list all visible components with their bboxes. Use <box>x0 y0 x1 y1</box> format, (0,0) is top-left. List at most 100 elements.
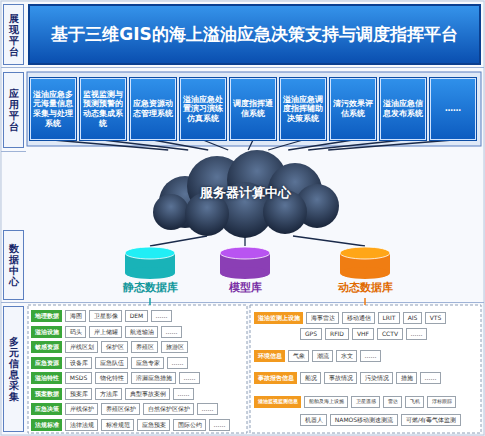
node-text: 自然保护区保护 <box>148 406 190 412</box>
node-text: …… <box>178 391 190 397</box>
info-cell: NAMOS移动测速测流 <box>330 414 398 426</box>
system-box: 调度指挥通信系统 <box>230 78 276 140</box>
node-text: 船况 <box>305 375 317 381</box>
cloud-puff <box>153 194 189 230</box>
system-box: 监视监测与预测预警的动态集成系统 <box>80 78 126 140</box>
app-container <box>27 72 481 146</box>
node-text: 海图 <box>70 313 82 319</box>
info-cell: 航道输油 <box>125 326 158 338</box>
node-text: 旅游区 <box>166 344 184 350</box>
info-cell: 浮标跟踪 <box>427 396 456 408</box>
info-cell: 岸上储罐 <box>89 326 122 338</box>
dynamic-panel <box>250 305 481 433</box>
category-tag: 地理数据 <box>31 310 62 322</box>
node-text: GPS <box>305 331 317 337</box>
node-text: 溢油应急多元海量信息采集与处理系统 <box>33 90 73 128</box>
database-cylinder: 模型库 <box>205 246 285 298</box>
info-cell: 海事雷达 <box>306 312 339 324</box>
node-text: 标准规范 <box>106 422 130 428</box>
node-text: 服务器计算中心 <box>200 184 291 202</box>
node-text: 地理数据 <box>35 313 59 319</box>
info-cell: 溶漏应急措施 <box>131 372 176 384</box>
node-text: AIS <box>408 315 418 321</box>
info-cell: 移动通信 <box>342 312 375 324</box>
system-box: 溢油应急多元海量信息采集与处理系统 <box>30 78 76 140</box>
node-text: 应用平台 <box>9 88 19 132</box>
node-text: 养殖区 <box>136 344 154 350</box>
info-cell: …… <box>360 350 381 362</box>
node-text: 应急专家 <box>136 360 160 366</box>
info-cell: 机器人 <box>300 414 327 426</box>
node-text: 溢油监测上设施 <box>258 315 300 321</box>
db-link <box>149 298 151 305</box>
compute-cloud: 服务器计算中心 <box>145 150 345 236</box>
info-cell: 养殖区 <box>131 341 158 353</box>
title-banner: 基于三维GIS的海上溢油应急决策支持与调度指挥平台 <box>28 4 481 65</box>
info-cell: …… <box>179 372 200 384</box>
band-label: 应用平台 <box>3 72 24 148</box>
node-text: 卫星遥感 <box>356 399 376 404</box>
band-separator <box>1 302 484 303</box>
node-text: 溢油设施 <box>35 329 59 335</box>
node-text: …… <box>156 313 168 319</box>
node-text: …… <box>184 375 196 381</box>
info-cell: 可燃/有毒气体监测 <box>401 414 461 426</box>
info-cell: …… <box>173 388 194 400</box>
band-label: 数据中心 <box>3 230 24 300</box>
category-tag: 溢油特性 <box>31 372 62 384</box>
cylinder-top <box>220 247 270 259</box>
info-cell: 设备库 <box>65 357 92 369</box>
node-text: 展现平台 <box>9 13 19 57</box>
info-cell: 保护区 <box>101 341 128 353</box>
info-cell: DEM <box>125 310 148 322</box>
node-text: 物化特性 <box>100 375 124 381</box>
node-text: 移动通信 <box>347 315 371 321</box>
info-cell: 雷达 <box>383 396 402 408</box>
category-tag: 溢油监测上设施 <box>254 312 303 324</box>
category-tag: 应急资源 <box>31 357 62 369</box>
band-label: 展现平台 <box>3 4 24 65</box>
connector-line <box>203 140 228 150</box>
database-cylinder: 静态数据库 <box>110 246 190 298</box>
info-cell: RFID <box>325 328 349 340</box>
node-text: 监视监测与预测预警的动态集成系统 <box>83 90 123 128</box>
node-text: 航道输油 <box>130 329 154 335</box>
node-text: VHF <box>357 331 369 337</box>
node-text: 预案数据 <box>35 391 59 397</box>
node-text: 溢油应急调度指挥辅助决策系统 <box>283 95 323 124</box>
info-cell: 预案库 <box>65 388 92 400</box>
node-text: …… <box>411 331 423 337</box>
cylinder-base <box>125 267 175 279</box>
node-text: …… <box>365 353 377 359</box>
node-text: 应急预案 <box>142 422 166 428</box>
system-box: 清污效果评估系统 <box>330 78 376 140</box>
info-cell: …… <box>167 357 188 369</box>
node-text: 应急资源 <box>35 360 59 366</box>
info-cell: 国际公约 <box>173 419 206 431</box>
info-cell: 典型事故案例 <box>125 388 170 400</box>
node-text: 潮流 <box>317 353 329 359</box>
node-text: 数据中心 <box>9 243 19 287</box>
category-tag: 应急决策 <box>31 403 62 415</box>
info-cell: 潮流 <box>312 350 333 362</box>
node-text: 养殖区保护 <box>106 406 136 412</box>
category-tag: 敏感资源 <box>31 341 62 353</box>
node-text: 事故情况 <box>329 375 353 381</box>
system-box: …… <box>430 78 476 140</box>
node-text: 敏感资源 <box>35 344 59 350</box>
info-cell: 应急队伍 <box>95 357 128 369</box>
connector-line <box>248 140 253 150</box>
info-cell: …… <box>406 328 427 340</box>
info-cell: …… <box>420 372 441 384</box>
category-tag: 溢油监视监测信息 <box>254 396 301 408</box>
node-text: …… <box>202 406 214 412</box>
info-cell: 养殖区保护 <box>101 403 140 415</box>
info-cell: 方法库 <box>95 388 122 400</box>
node-text: …… <box>166 329 178 335</box>
node-text: LRIT <box>383 315 396 321</box>
info-cell: …… <box>209 419 230 431</box>
info-cell: 污染情况 <box>360 372 393 384</box>
node-text: VTS <box>430 315 442 321</box>
node-text: …… <box>172 360 184 366</box>
